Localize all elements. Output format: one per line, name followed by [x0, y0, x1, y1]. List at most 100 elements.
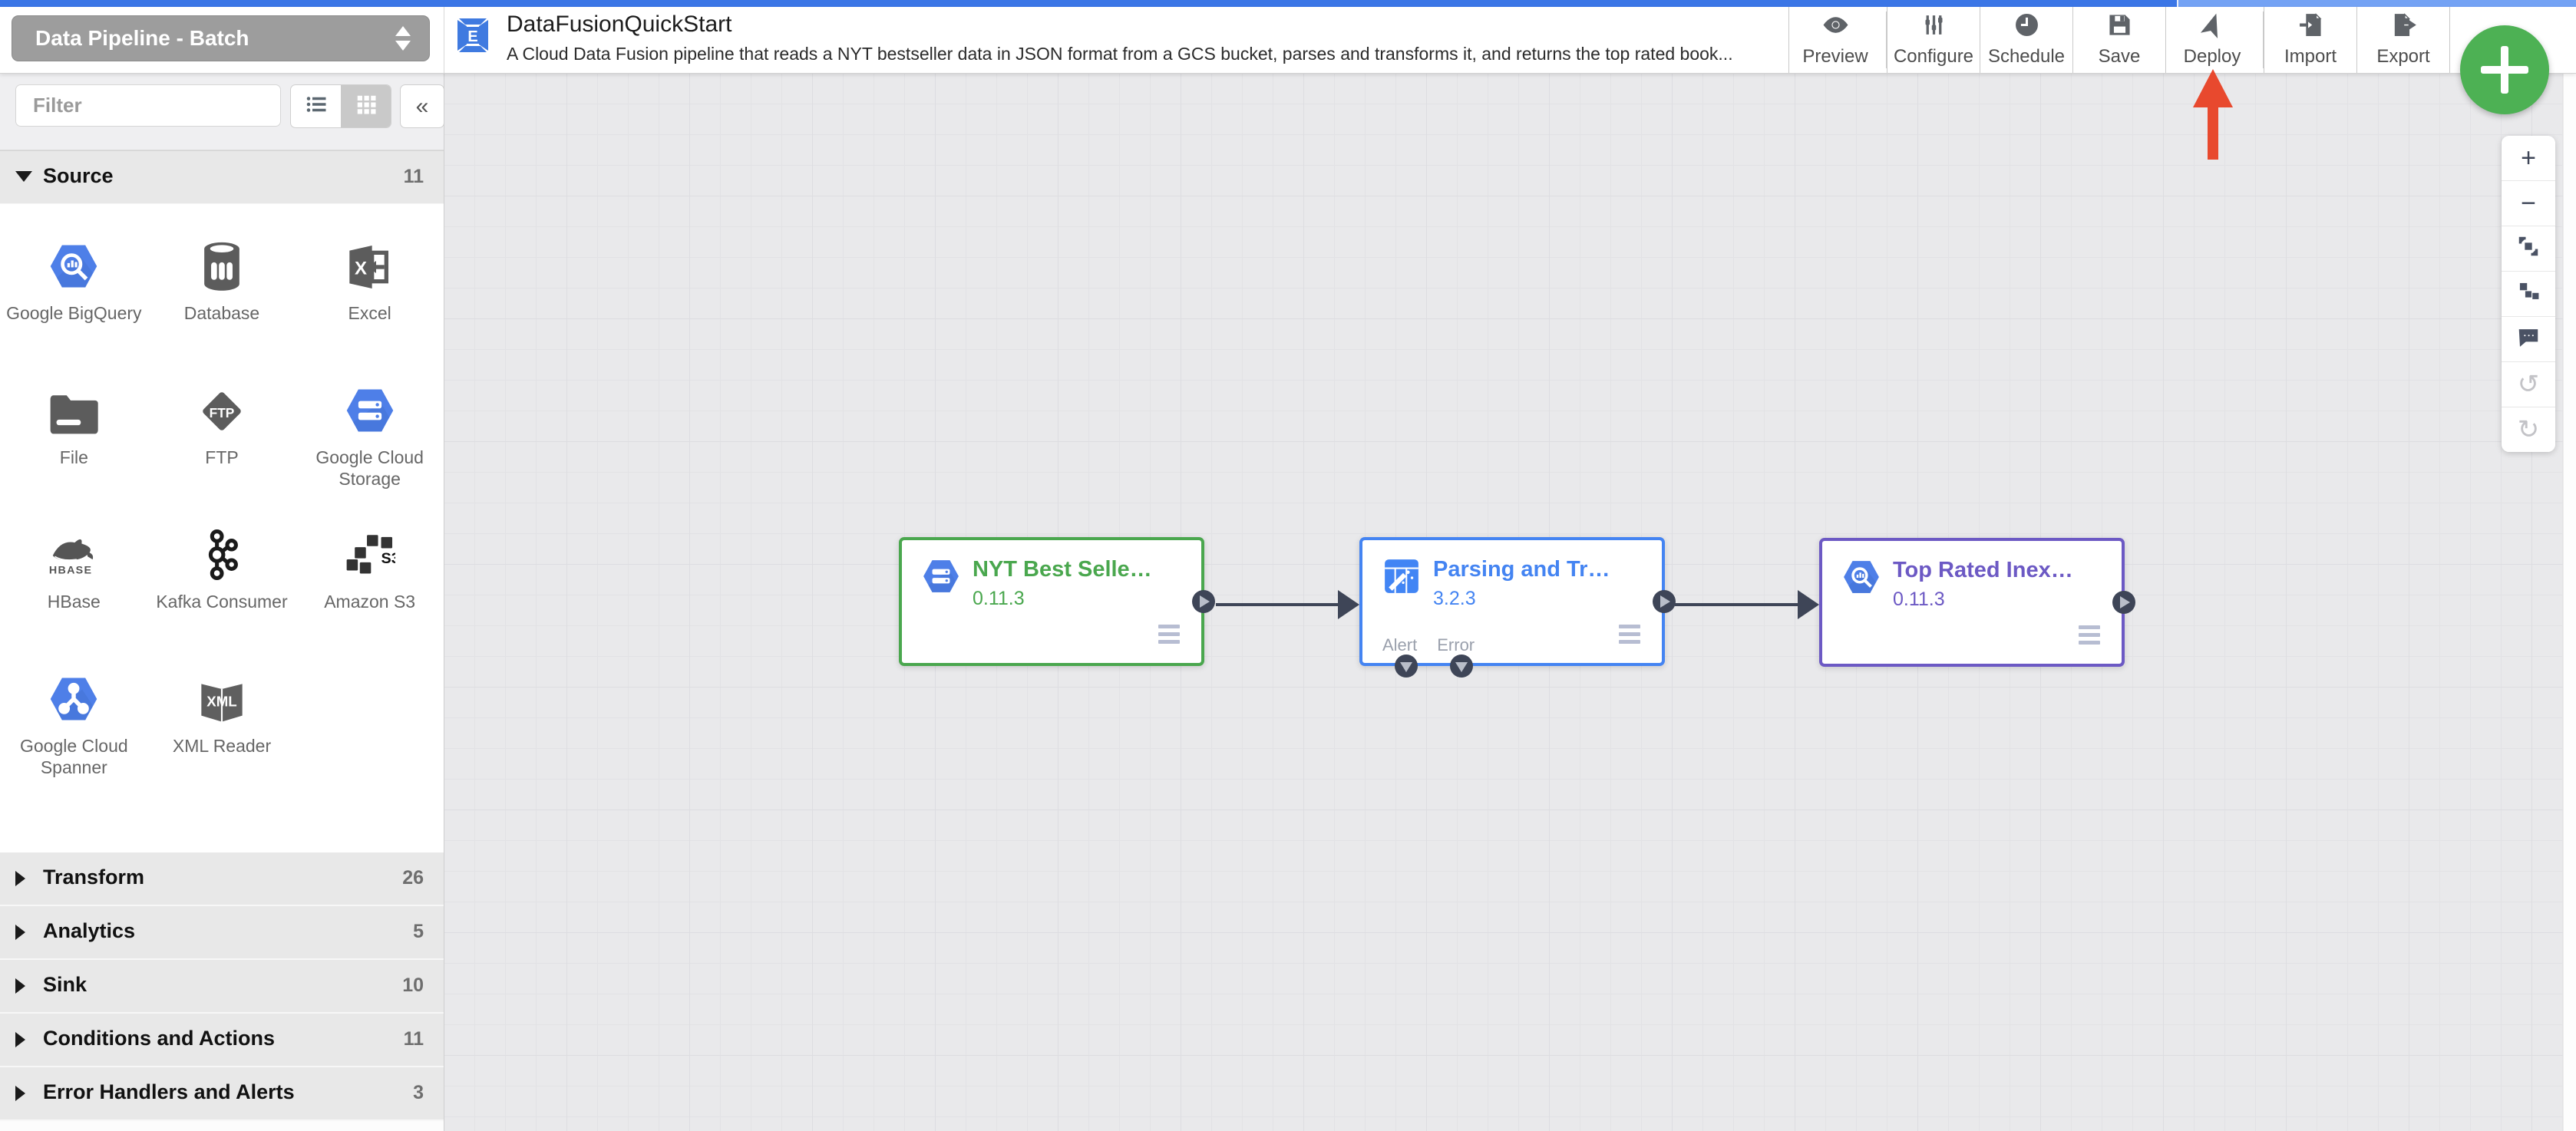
fit-to-screen-icon — [2518, 234, 2539, 264]
node-version: 0.11.3 — [973, 588, 1025, 609]
plugin-label: XML Reader — [172, 736, 272, 756]
plugin-kafka-consumer[interactable]: Kafka Consumer — [148, 516, 296, 660]
send-icon — [2200, 12, 2225, 41]
section-label: Sink — [43, 973, 88, 996]
section-count: 10 — [402, 974, 424, 996]
svg-text:HBASE: HBASE — [49, 564, 92, 576]
sidebar-collapse-button[interactable]: « — [400, 84, 444, 128]
section-source[interactable]: Source 11 — [0, 150, 444, 205]
node-error-port[interactable] — [1450, 655, 1473, 678]
section-sink[interactable]: Sink 10 — [0, 960, 444, 1014]
pipeline-title[interactable]: DataFusionQuickStart — [507, 12, 732, 37]
plugin-google-bigquery[interactable]: Google BigQuery — [0, 227, 148, 371]
export-button[interactable]: Export — [2356, 7, 2450, 73]
grid-view-button[interactable] — [341, 85, 391, 127]
minus-glyph: − — [2521, 188, 2536, 218]
svg-text:FTP: FTP — [210, 405, 235, 420]
plugin-ftp[interactable]: FTP FTP — [148, 371, 296, 516]
svg-text:S3: S3 — [381, 550, 395, 567]
list-icon — [305, 93, 328, 120]
plugin-label: Excel — [348, 303, 391, 323]
svg-text:XML: XML — [206, 694, 236, 710]
error-port-label: Error — [1437, 635, 1475, 655]
export-icon — [2391, 12, 2416, 41]
section-analytics[interactable]: Analytics 5 — [0, 906, 444, 960]
top-strip-scroll-segment — [2177, 0, 2576, 7]
node-output-port[interactable] — [1192, 590, 1215, 613]
preview-button[interactable]: Preview — [1788, 7, 1881, 73]
caret-right-icon — [15, 871, 25, 886]
schedule-button[interactable]: Schedule — [1980, 7, 2072, 73]
node-output-port[interactable] — [2112, 591, 2135, 614]
undo-button[interactable]: ↺ — [2502, 362, 2555, 407]
plugin-file[interactable]: File — [0, 371, 148, 516]
node-version: 0.11.3 — [1893, 589, 1945, 610]
canvas-control-stack: + − ↺ ↻ — [2502, 136, 2555, 452]
zoom-out-button[interactable]: − — [2502, 181, 2555, 226]
caret-right-icon — [15, 1086, 25, 1101]
add-plugin-button[interactable] — [2460, 25, 2549, 114]
xml-icon: XML — [148, 660, 296, 724]
section-conditions-and-actions[interactable]: Conditions and Actions 11 — [0, 1014, 444, 1067]
plugin-database[interactable]: Database — [148, 227, 296, 371]
plugin-sidebar: « Source 11 Google BigQuery Database — [0, 73, 444, 1131]
bigquery-icon — [0, 227, 148, 292]
section-count: 3 — [413, 1082, 424, 1103]
section-error-handlers-and-alerts[interactable]: Error Handlers and Alerts 3 — [0, 1067, 444, 1121]
toolbar-label: Preview — [1802, 46, 1868, 67]
node-menu-button[interactable] — [2079, 625, 2100, 648]
plugin-label: Google Cloud Storage — [315, 447, 424, 489]
wrangler-icon — [1382, 557, 1421, 595]
list-view-button[interactable] — [291, 85, 341, 127]
deploy-button[interactable]: Deploy — [2165, 7, 2258, 73]
import-button[interactable]: Import — [2264, 7, 2356, 73]
plugin-excel[interactable]: X Excel — [296, 227, 444, 371]
kafka-icon — [148, 516, 296, 580]
plugin-label: Amazon S3 — [324, 592, 416, 612]
folder-icon — [0, 371, 148, 436]
node-nyt-best-sellers[interactable]: NYT Best Selle… 0.11.3 — [899, 537, 1215, 666]
toolbar-label: Schedule — [1987, 46, 2066, 67]
zoom-in-button[interactable]: + — [2502, 136, 2555, 181]
section-count: 5 — [413, 921, 424, 942]
pipeline-description: A Cloud Data Fusion pipeline that reads … — [507, 44, 1733, 64]
toolbar-label: Save — [2098, 46, 2141, 67]
plus-glyph: + — [2521, 143, 2536, 173]
node-output-port[interactable] — [1653, 590, 1676, 613]
redo-button[interactable]: ↻ — [2502, 407, 2555, 452]
floppy-icon — [2107, 12, 2132, 41]
configure-button[interactable]: Configure — [1887, 7, 1980, 73]
plugin-amazon-s3[interactable]: S3 Amazon S3 — [296, 516, 444, 660]
bigquery-icon — [1842, 558, 1881, 596]
toolbar-label: Configure — [1893, 46, 1974, 67]
filter-input[interactable] — [15, 84, 281, 127]
align-nodes-icon — [2518, 279, 2539, 309]
align-nodes-button[interactable] — [2502, 272, 2555, 317]
connection-line — [1675, 603, 1798, 606]
plugin-google-cloud-spanner[interactable]: Google Cloud Spanner — [0, 660, 148, 804]
plugin-hbase[interactable]: HBASE HBase — [0, 516, 148, 660]
plugin-label: Kafka Consumer — [156, 592, 288, 612]
node-top-rated-inexpensive[interactable]: Top Rated Inex… 0.11.3 — [1819, 538, 2135, 667]
fit-to-screen-button[interactable] — [2502, 226, 2555, 272]
category-list: Transform 26 Analytics 5 Sink 10 Conditi… — [0, 852, 444, 1121]
database-icon — [148, 227, 296, 292]
plugin-label: HBase — [47, 592, 101, 612]
node-menu-button[interactable] — [1158, 625, 1180, 648]
connection-line — [1216, 603, 1339, 606]
section-label: Analytics — [43, 919, 136, 942]
pipeline-type-dropdown[interactable]: Data Pipeline - Batch — [12, 15, 430, 61]
connection-arrowhead-icon — [1338, 590, 1359, 619]
comments-button[interactable] — [2502, 317, 2555, 362]
pipeline-canvas[interactable]: NYT Best Selle… 0.11.3 Parsing and Tr… 3… — [444, 73, 2564, 1131]
node-alert-port[interactable] — [1395, 655, 1418, 678]
browser-top-strip — [0, 0, 2576, 7]
plugin-google-cloud-storage[interactable]: Google Cloud Storage — [296, 371, 444, 516]
toolbar-label: Export — [2376, 46, 2430, 67]
plugin-xml-reader[interactable]: XML XML Reader — [148, 660, 296, 804]
node-menu-button[interactable] — [1619, 625, 1640, 648]
section-transform[interactable]: Transform 26 — [0, 852, 444, 906]
save-button[interactable]: Save — [2072, 7, 2165, 73]
